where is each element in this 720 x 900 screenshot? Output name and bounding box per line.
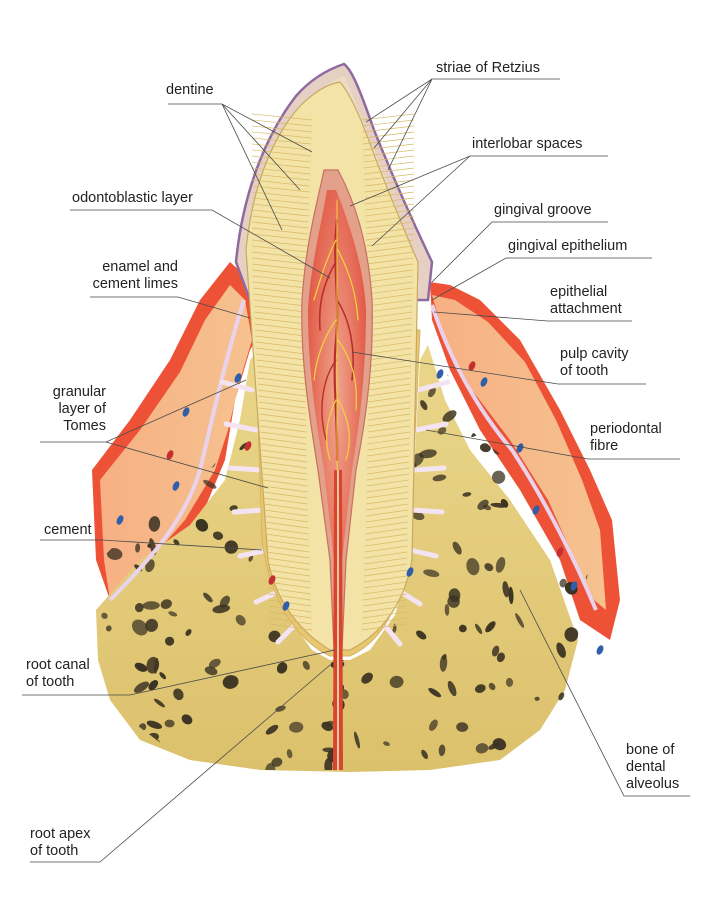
label-granular-layer-tomes: granular layer of Tomes [30,384,106,435]
label-enamel-cement-limes-line2: cement limes [92,276,178,292]
label-bone-line1: bone of [626,742,675,758]
pulp-vessels [313,199,359,471]
label-periodontal-line2: fibre [590,438,619,454]
label-granular-line3: Tomes [63,418,106,434]
dentine-tubules [251,113,415,631]
label-pulp-cavity: pulp cavity of tooth [560,346,629,380]
label-periodontal-fibre: periodontal fibre [590,421,662,455]
label-root-canal: root canal of tooth [26,657,90,691]
label-pulp-cavity-line1: pulp cavity [560,346,629,362]
gingiva-left [100,285,252,600]
label-epithelial-line2: attachment [550,301,622,317]
label-bone-line3: alveolus [626,776,680,792]
label-granular-line2: layer of [58,401,106,417]
alveolar-lining-right [430,304,598,611]
label-gingival-groove: gingival groove [494,202,592,218]
label-root-apex-line1: root apex [30,826,91,842]
label-epithelial-attachment: epithelial attachment [550,284,622,318]
leader-lines [22,78,690,863]
alveolar-lining-left [108,299,246,602]
label-pulp-cavity-line2: of tooth [560,363,609,379]
label-root-canal-line1: root canal [26,657,90,673]
label-granular-line1: granular [52,384,106,400]
label-root-canal-line2: of tooth [26,674,75,690]
label-root-apex: root apex of tooth [30,826,90,860]
gingival-blood-vessels [116,361,604,655]
label-root-apex-line2: of tooth [30,843,79,859]
label-dentine: dentine [166,82,214,98]
label-cement: cement [44,522,92,538]
label-periodontal-line1: periodontal [590,421,662,437]
label-bone-of-dental-alveolus: bone of dental alveolus [626,742,679,793]
label-bone-line2: dental [626,759,666,775]
label-enamel-cement-limes-line1: enamel and [102,259,178,275]
label-interlobar-spaces: interlobar spaces [472,136,583,152]
label-epithelial-line1: epithelial [550,284,608,300]
label-odontoblastic-layer: odontoblastic layer [72,190,193,206]
label-gingival-epithelium: gingival epithelium [508,238,628,254]
label-striae-of-retzius: striae of Retzius [436,60,540,76]
label-enamel-cement-limes: enamel and cement limes [82,259,178,293]
